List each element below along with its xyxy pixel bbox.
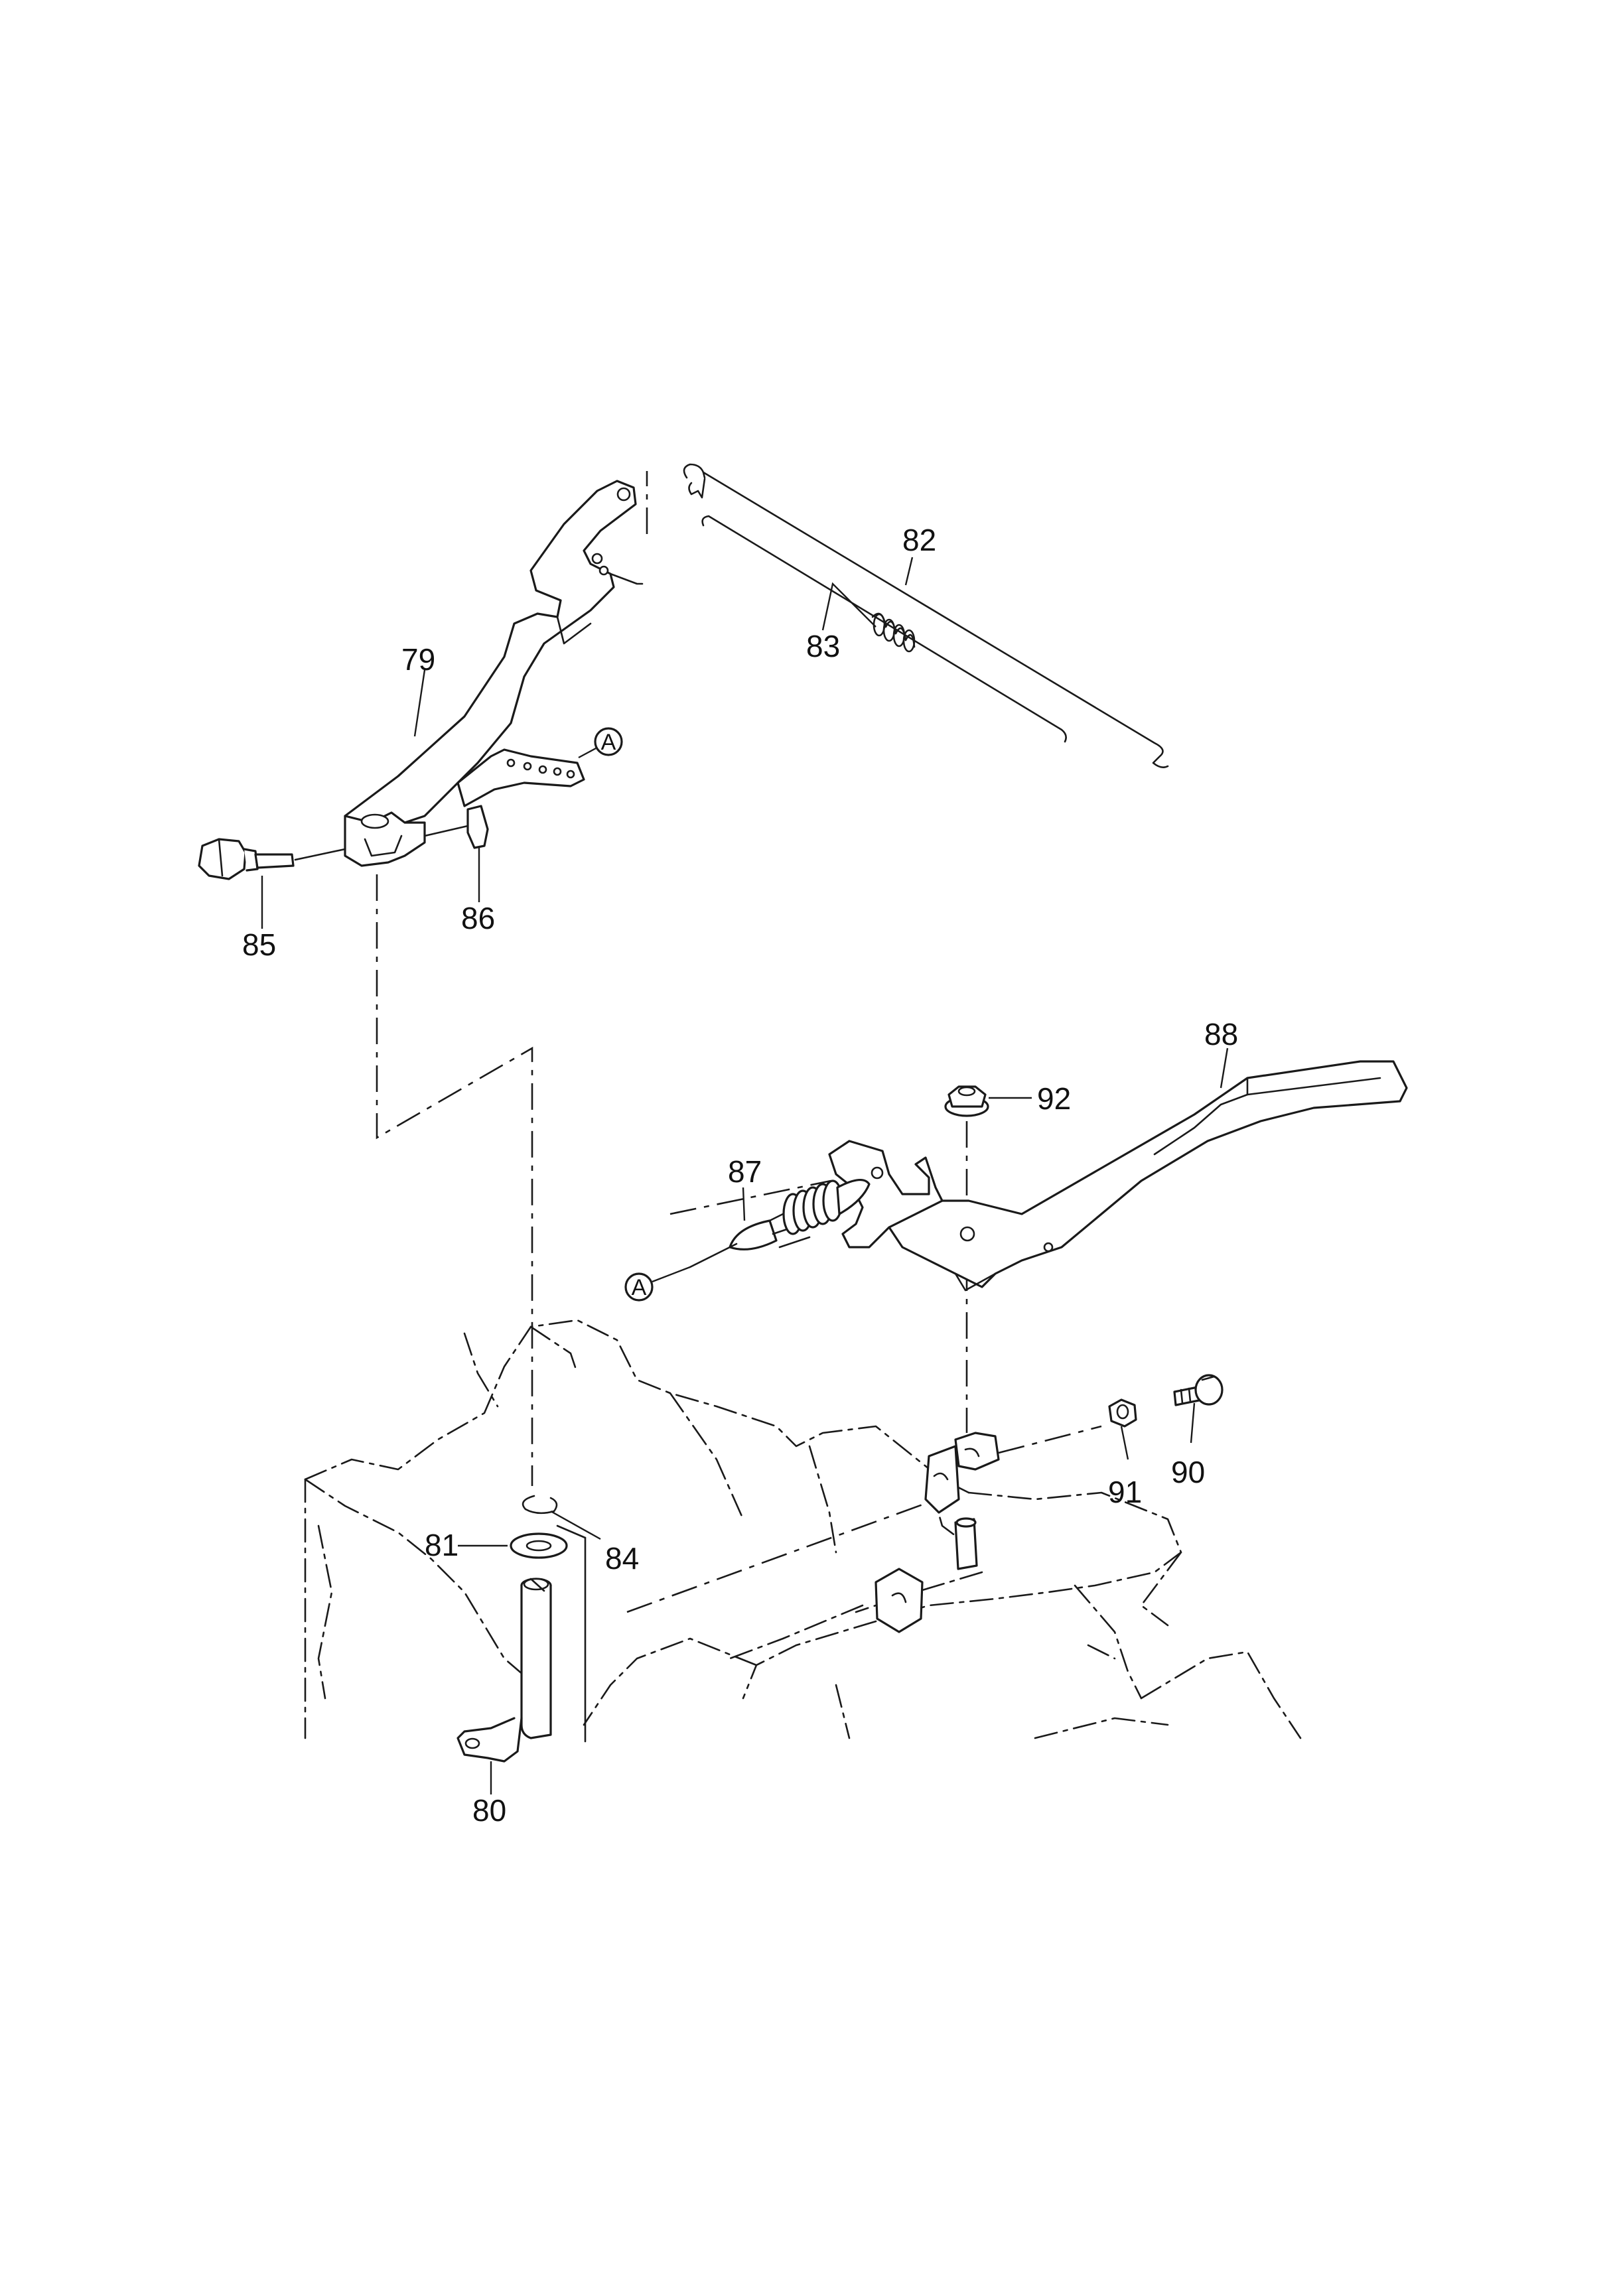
spring-rod [701, 515, 1067, 743]
label-83: 83 [806, 629, 840, 663]
lever-bracket [875, 1432, 1000, 1633]
label-86: 86 [461, 901, 495, 935]
nut-91 [1108, 1398, 1137, 1428]
label-87: 87 [728, 1154, 762, 1189]
label-92: 92 [1037, 1081, 1071, 1116]
label-79: 79 [401, 642, 435, 677]
washer-81 [510, 1532, 568, 1559]
bolt-90 [1173, 1374, 1224, 1406]
label-91: 91 [1108, 1475, 1142, 1509]
mounting-plate [556, 1524, 587, 1743]
throttle-lever [344, 480, 644, 867]
marker-a-spring-label: A [632, 1275, 647, 1300]
reference-marker-a-top: A [578, 727, 623, 759]
label-84: 84 [605, 1541, 639, 1576]
leader-lines [261, 557, 1229, 1794]
label-82: 82 [902, 523, 936, 557]
nut-86 [423, 805, 489, 849]
coil-spring-83 [871, 612, 916, 653]
label-90: 90 [1171, 1455, 1205, 1489]
governor-shaft [456, 1578, 552, 1763]
label-85: 85 [242, 927, 276, 962]
control-lever [828, 1060, 1408, 1292]
marker-a-top-label: A [601, 730, 616, 755]
flange-nut-92 [944, 1085, 989, 1117]
label-81: 81 [425, 1528, 458, 1562]
e-clip-84 [522, 1495, 558, 1515]
reference-marker-a-spring: A [624, 1266, 691, 1302]
part-labels: 79 80 81 82 83 84 85 86 87 88 90 91 92 [242, 523, 1238, 1828]
spring-87 [689, 1179, 871, 1268]
label-80: 80 [472, 1793, 506, 1828]
throttle-rod [683, 463, 1169, 768]
bolt-85 [198, 838, 346, 880]
label-88: 88 [1204, 1017, 1238, 1051]
